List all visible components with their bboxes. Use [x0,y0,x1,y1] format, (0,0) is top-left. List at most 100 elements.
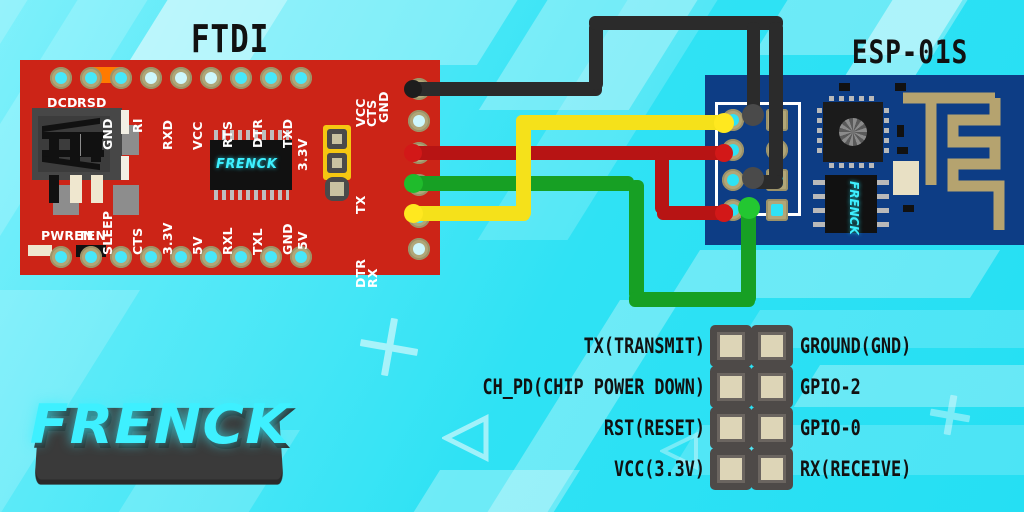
esp-pad-rx[interactable] [766,199,788,221]
ftdi-usb-chip: FRENCK [210,140,292,190]
rx-wire [516,115,730,130]
ftdi-pad-rsd[interactable] [80,67,102,89]
ftdi-pad-dtr[interactable] [260,67,282,89]
ftdi-label-vcc: VCC [190,121,205,150]
ftdi-resistor [49,175,59,203]
ground-wire [589,16,783,30]
pinout-label-gpio0: GPIO-0 [800,416,861,440]
ftdi-label-cts: CTS [130,227,145,255]
ftdi-pad-r-dtr[interactable] [408,238,430,260]
esp-smd-part [895,83,906,91]
pinout-label-gpio2: GPIO-2 [800,375,861,399]
ftdi-pad-gnd[interactable] [110,67,132,89]
ground-wire-endpoint [742,104,764,126]
pcb-antenna [903,92,1005,230]
ftdi-label-gnd: GND [100,118,115,150]
tx-wire [741,202,756,304]
ftdi-label-rsd: RSD [77,95,107,110]
jumper-pad[interactable] [325,177,349,201]
ftdi-label-txl: TXL [250,228,265,255]
esp-smd-part [897,147,908,154]
frenck-logo: FRENCK [30,385,289,485]
pinout-header-graphic [710,325,752,367]
ftdi-pad-vcc[interactable] [200,67,222,89]
frenck-logo-text: FRENCK [29,393,291,456]
ftdi-pad-txl[interactable] [260,246,282,268]
rx-wire-endpoint [714,113,734,133]
ground-wire [412,82,602,96]
ftdi-label-dcd: DCD [47,95,78,110]
ground-wire-endpoint [742,167,764,189]
vcc-wire-endpoint [715,204,733,222]
ftdi-pad-txd[interactable] [290,67,312,89]
ftdi-label-r-tx: TX [353,195,368,214]
ftdi-pad-rxd[interactable] [170,67,192,89]
bg-triangle-decoration [442,413,489,463]
pinout-label-rst: RST(RESET) [603,416,705,440]
rx-wire [516,115,531,219]
ftdi-label-jumper-33v: 3.3V [295,138,310,171]
ftdi-pad-gnd2[interactable] [290,246,312,268]
ground-wire [589,22,603,90]
pinout-header-graphic [710,448,752,490]
ftdi-label-jumper-5v: 5V [295,231,310,250]
ftdi-pad-ri[interactable] [140,67,162,89]
tx-wire-endpoint [404,174,423,193]
ftdi-pad-pwren[interactable] [50,246,72,268]
pinout-label-vcc: VCC(3.3V) [613,457,705,481]
ftdi-label-ten: TEN [78,228,107,243]
ftdi-pad-33v[interactable] [170,246,192,268]
esp8266-logo-icon [839,118,867,146]
vcc-wire [412,146,730,160]
ftdi-pad-r-cts[interactable] [408,110,430,132]
ftdi-label-txd: TXD [280,118,295,148]
pinout-header-graphic [751,448,793,490]
bg-triangle-decoration [660,431,698,471]
ftdi-pad-dcd[interactable] [50,67,72,89]
ftdi-resistor [91,134,101,162]
ftdi-label-33v: 3.3V [160,222,175,255]
esp-antenna-capacitor [893,161,919,195]
rx-wire [412,206,530,221]
jumper-pad[interactable] [327,129,347,149]
ftdi-label-rxl: RXL [220,227,235,255]
ftdi-capacitor [70,175,82,203]
ftdi-pad-ten[interactable] [80,246,102,268]
ftdi-title: FTDI [190,17,270,61]
ftdi-chip-pins [214,130,289,200]
jumper-pad[interactable] [327,153,347,173]
flash-chip-pins [813,180,889,227]
ftdi-resistor [70,134,80,162]
vcc-wire [657,206,733,220]
ground-wire [747,22,760,116]
vcc-wire-endpoint [715,144,733,162]
ftdi-pad-cts[interactable] [140,246,162,268]
ground-wire [769,22,783,182]
ftdi-capacitor [91,175,103,203]
usb-mount-tab [121,156,129,180]
pinout-header-graphic [751,407,793,449]
pinout-header-graphic [751,325,793,367]
ftdi-label-5v: 5V [190,236,205,255]
esp-pad-rst[interactable] [722,169,744,191]
ftdi-pad-rxl[interactable] [230,246,252,268]
pinout-header-graphic [710,407,752,449]
esp-smd-part [897,125,904,137]
ftdi-resistor [49,134,59,162]
flash-memory-chip: FRENCK [825,175,877,235]
ftdi-capacitor [28,245,52,256]
ftdi-pad-5v[interactable] [200,246,222,268]
pinout-header-graphic [751,366,793,408]
ftdi-label-ri: RI [130,118,145,133]
ftdi-pad-rts[interactable] [230,67,252,89]
tx-wire [629,180,644,300]
tx-wire-endpoint [738,197,760,219]
ftdi-pad-sleep[interactable] [110,246,132,268]
ftdi-label-pwren: PWREN [41,228,94,243]
ftdi-label-dtr: DTR [250,118,265,148]
ftdi-label-r-vcc: VCC [353,98,368,127]
pinout-label-rx: RX(RECEIVE) [800,457,912,481]
vcc-wire-endpoint [404,144,422,162]
bg-stripe [670,250,1000,298]
